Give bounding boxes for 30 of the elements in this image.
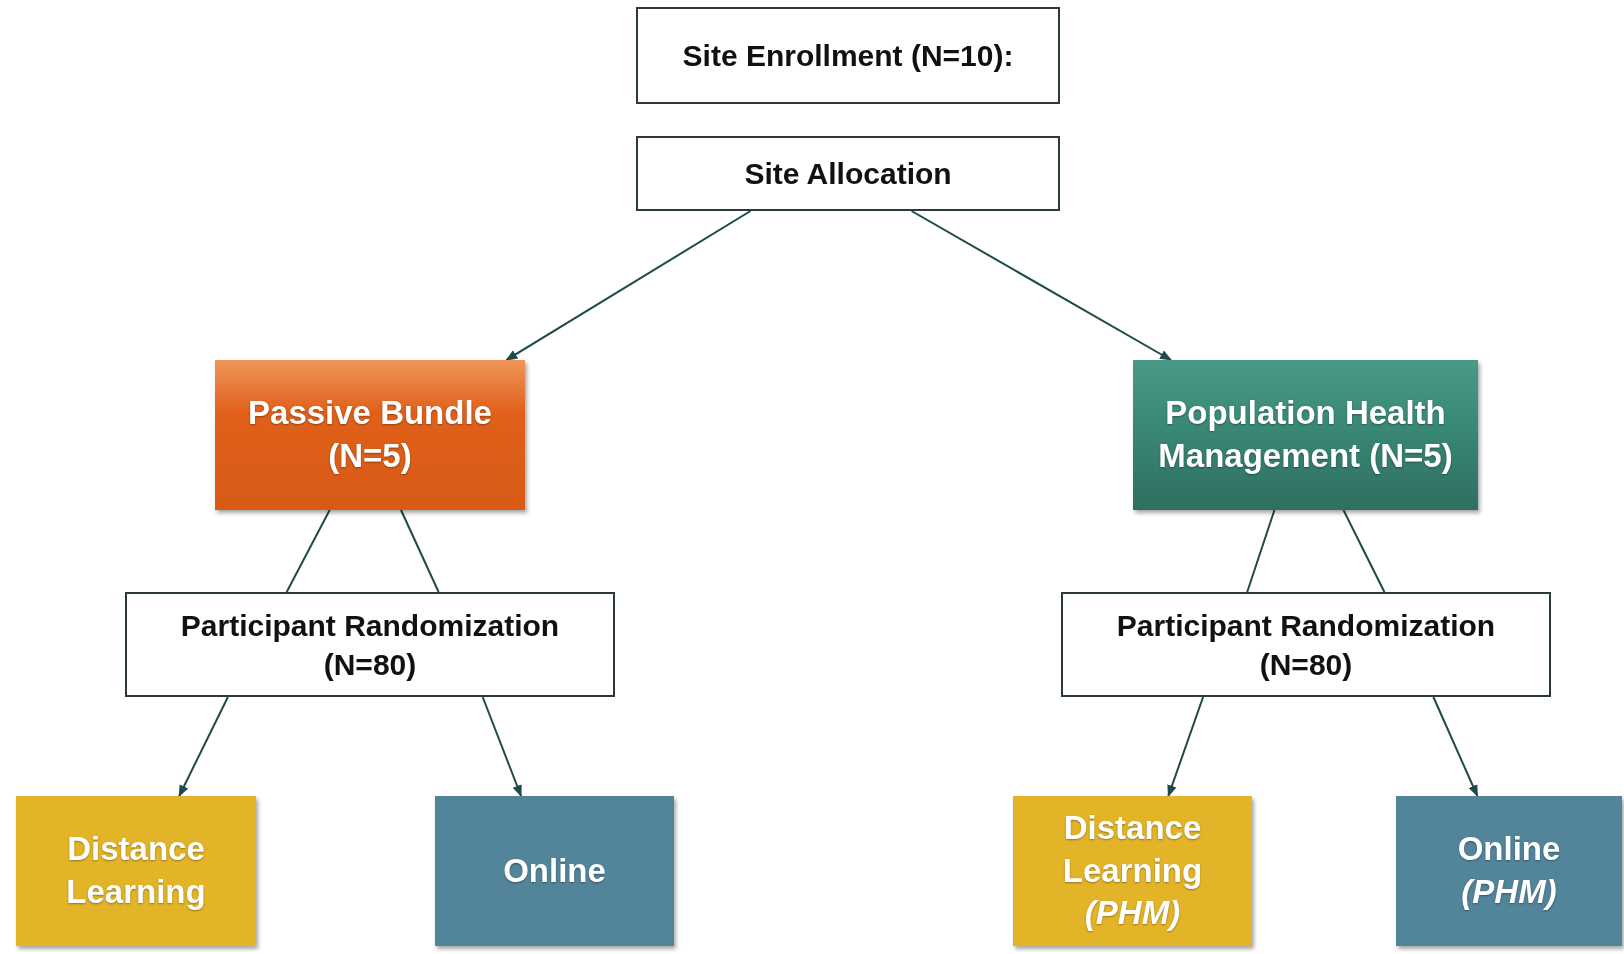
connector-line [400,509,440,593]
arrow [481,696,523,798]
node-label: Participant Randomization (N=80) [1115,607,1497,683]
node-label: Population Health Management (N=5) [1157,393,1454,476]
process-box [1061,592,1551,697]
process-box [636,7,1060,104]
arrow [1167,696,1205,798]
connector-line [1342,509,1386,593]
node-label: Online [503,850,606,891]
connector-line [285,509,331,593]
connector-line [1246,509,1276,593]
arrow [178,696,229,798]
group-box [1013,796,1252,946]
group-box [435,796,674,946]
node-label: Participant Randomization (N=80) [179,607,561,683]
arrow [1432,696,1479,798]
node-label: Site Enrollment (N=10): [682,38,1014,74]
group-box [16,796,256,946]
node-label: Passive Bundle (N=5) [247,393,493,476]
process-box [636,136,1060,211]
group-box [1133,360,1478,510]
process-box [125,592,615,697]
group-box [1396,796,1622,946]
node-label: Online (PHM) [1456,829,1562,912]
arrow [910,210,1172,361]
node-label: Site Allocation [744,156,952,192]
node-label: Distance Learning [65,829,207,912]
node-label: Distance Learning (PHM) [1061,807,1204,934]
group-box [215,360,525,510]
arrow [505,210,752,361]
